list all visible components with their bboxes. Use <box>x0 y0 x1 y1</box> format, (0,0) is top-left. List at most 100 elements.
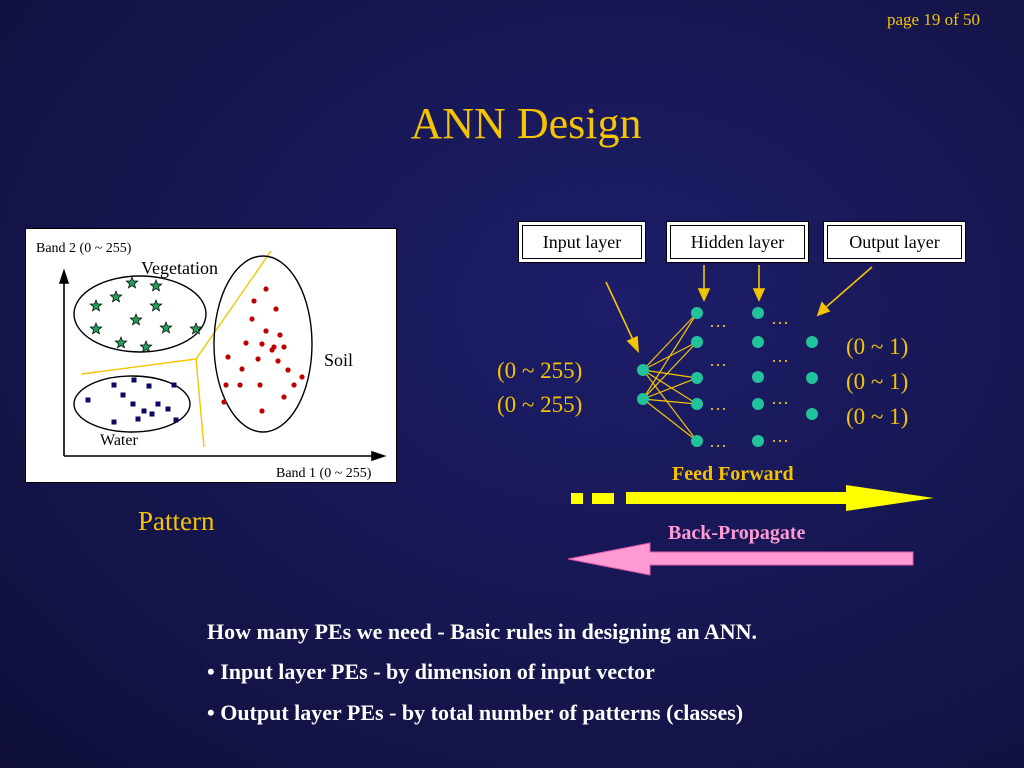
hidden-node <box>691 336 703 348</box>
hidden-ellipsis: … <box>709 394 727 414</box>
vegetation-point <box>114 336 128 349</box>
page-number: page 19 of 50 <box>886 10 980 29</box>
feed-forward-label: Feed Forward <box>672 463 794 485</box>
axes <box>58 268 387 462</box>
soil-point <box>237 382 243 388</box>
water-point <box>141 408 147 414</box>
connections <box>642 312 698 442</box>
soil-point <box>255 356 261 362</box>
soil-point <box>285 367 291 373</box>
soil-point <box>251 298 257 304</box>
feed-forward-arrow <box>571 485 934 511</box>
input-range-2: (0 ~ 255) <box>497 392 583 417</box>
vegetation-points <box>89 276 203 353</box>
vegetation-point <box>109 290 123 303</box>
soil-point <box>273 306 279 312</box>
soil-point <box>277 332 283 338</box>
hidden-layer-label: Hidden layer <box>670 225 805 259</box>
hidden-node <box>752 336 764 348</box>
water-points <box>85 377 179 425</box>
vegetation-point <box>139 340 153 353</box>
rules-heading: How many PEs we need - Basic rules in de… <box>207 619 758 644</box>
soil-point <box>281 394 287 400</box>
back-propagate-label: Back-Propagate <box>668 522 806 544</box>
water-point <box>131 377 137 383</box>
output-range-2: (0 ~ 1) <box>846 369 909 394</box>
soil-point <box>275 358 281 364</box>
x-axis-label: Band 1 (0 ~ 255) <box>276 466 372 481</box>
class-label-vegetation: Vegetation <box>141 258 218 278</box>
hidden-node <box>691 398 703 410</box>
water-point <box>130 401 136 407</box>
class-label-soil: Soil <box>324 350 353 370</box>
soil-points <box>221 286 305 414</box>
water-point <box>155 401 161 407</box>
soil-point <box>271 344 277 350</box>
input-layer-label: Input layer <box>522 225 642 259</box>
vegetation-point <box>125 276 139 289</box>
soil-point <box>239 366 245 372</box>
soil-point <box>259 341 265 347</box>
vegetation-point <box>159 321 173 334</box>
soil-point <box>291 382 297 388</box>
water-point <box>135 416 141 422</box>
input-node <box>637 393 649 405</box>
hidden-node <box>752 307 764 319</box>
hidden-ellipsis: … <box>709 311 727 331</box>
water-point <box>85 397 91 403</box>
soil-point <box>257 382 263 388</box>
soil-point <box>263 286 269 292</box>
input-node <box>637 364 649 376</box>
output-range-1: (0 ~ 1) <box>846 334 909 359</box>
soil-point <box>221 399 227 405</box>
hidden-ellipsis: … <box>771 308 789 328</box>
water-point <box>165 406 171 412</box>
vegetation-point <box>149 299 163 312</box>
output-node <box>806 408 818 420</box>
output-range-3: (0 ~ 1) <box>846 404 909 429</box>
vegetation-cluster <box>73 275 207 353</box>
output-node <box>806 372 818 384</box>
vegetation-point <box>89 322 103 335</box>
soil-point <box>223 382 229 388</box>
class-label-water: Water <box>100 432 138 449</box>
soil-point <box>263 328 269 334</box>
soil-point <box>249 316 255 322</box>
output-layer-label: Output layer <box>827 225 962 259</box>
vegetation-point <box>189 322 203 335</box>
hidden-layer-box: Hidden layer <box>666 221 809 263</box>
network-nodes <box>637 307 818 447</box>
pattern-diagram: Band 2 (0 ~ 255) Band 1 (0 ~ 255) Vegeta… <box>25 228 397 483</box>
soil-cluster <box>213 255 313 433</box>
water-point <box>149 411 155 417</box>
soil-point <box>225 354 231 360</box>
decision-boundaries <box>81 250 272 448</box>
vegetation-point <box>149 279 163 292</box>
soil-point <box>259 408 265 414</box>
output-node <box>806 336 818 348</box>
vegetation-point <box>129 313 143 326</box>
hidden-node <box>691 307 703 319</box>
back-propagate-arrow <box>567 542 914 576</box>
pattern-caption: Pattern <box>138 506 215 536</box>
hidden-ellipses: …………………… <box>709 308 789 451</box>
vegetation-point <box>89 299 103 312</box>
water-point <box>173 417 179 423</box>
soil-point <box>243 340 249 346</box>
hidden-ellipsis: … <box>771 388 789 408</box>
rule-input-layer: • Input layer PEs - by dimension of inpu… <box>207 659 655 684</box>
soil-point <box>299 374 305 380</box>
hidden-ellipsis: … <box>709 350 727 370</box>
hidden-node <box>691 435 703 447</box>
water-point <box>111 382 117 388</box>
water-point <box>146 383 152 389</box>
hidden-ellipsis: … <box>771 426 789 446</box>
water-point <box>111 419 117 425</box>
water-cluster <box>73 375 191 433</box>
input-layer-box: Input layer <box>518 221 646 263</box>
water-point <box>120 392 126 398</box>
hidden-node <box>691 372 703 384</box>
hidden-ellipsis: … <box>709 431 727 451</box>
rule-output-layer: • Output layer PEs - by total number of … <box>207 700 744 725</box>
